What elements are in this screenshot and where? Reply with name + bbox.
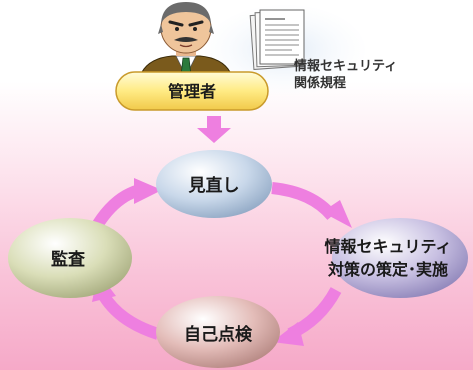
policy-label-line1: 情報セキュリティ	[324, 237, 451, 256]
arrow-selfcheck-to-audit	[98, 292, 160, 340]
cycle-arrows	[92, 178, 352, 346]
self-check-node	[156, 296, 280, 368]
document-label-line2: 関係規程	[294, 75, 346, 91]
policy-node	[332, 218, 468, 298]
arrow-audit-to-review	[92, 184, 142, 228]
arrow-head-audit-to-review	[134, 178, 162, 204]
self-check-label: 自己点検	[184, 324, 253, 345]
arrow-head-policy-to-selfcheck	[272, 322, 304, 346]
review-node	[156, 150, 272, 218]
review-label: 見直し	[188, 175, 240, 196]
down-arrow-icon	[197, 116, 231, 143]
document-label-line1: 情報セキュリティ	[294, 58, 397, 74]
audit-node	[8, 218, 132, 298]
policy-label-line2: 対策の策定･実施	[327, 260, 448, 279]
arrow-head-review-to-policy	[322, 200, 352, 228]
audit-label: 監査	[51, 249, 86, 270]
manager-label: 管理者	[168, 82, 216, 101]
document-stack-icon	[249, 9, 305, 71]
manager-box	[115, 71, 269, 111]
